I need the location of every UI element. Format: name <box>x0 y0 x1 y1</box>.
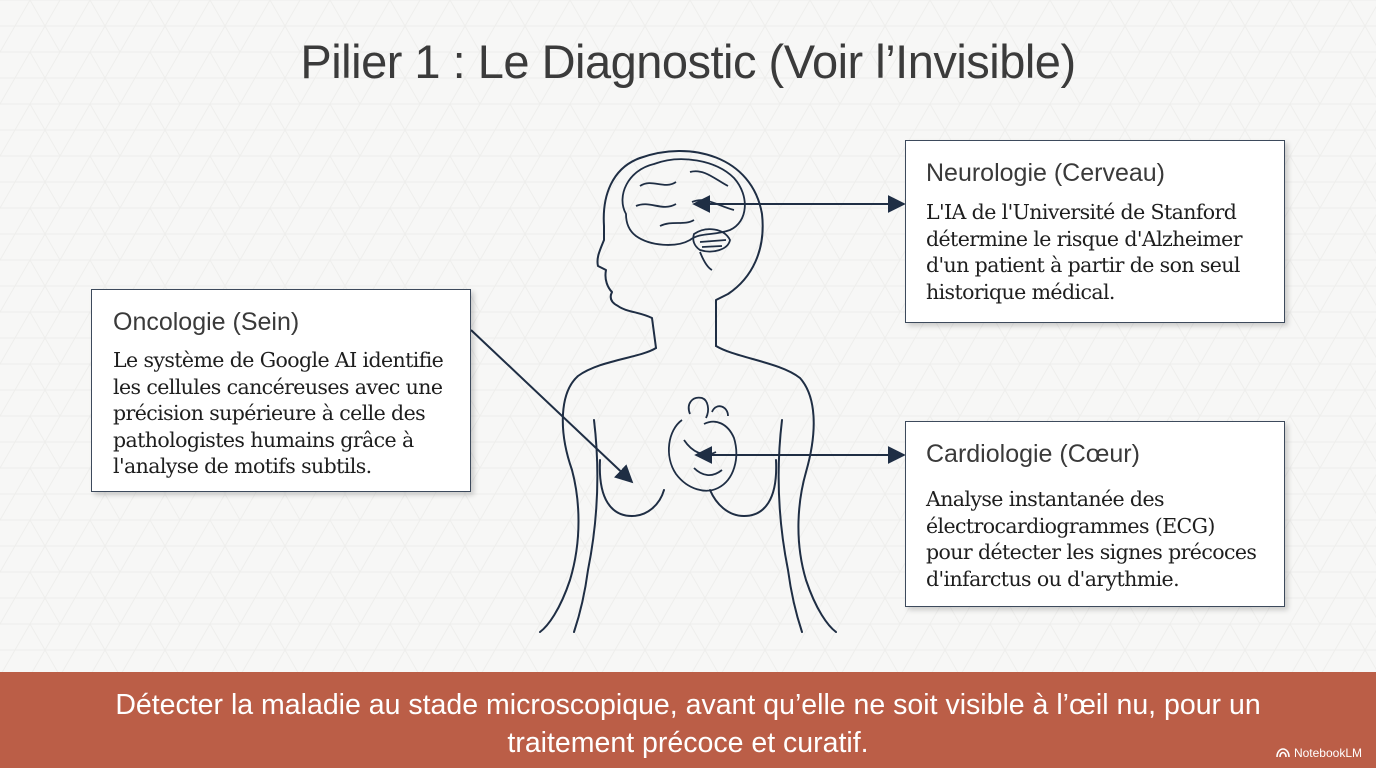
brand-label: NotebookLM <box>1293 746 1362 760</box>
notebooklm-logo-icon <box>1276 748 1290 758</box>
page-title: Pilier 1 : Le Diagnostic (Voir l’Invisib… <box>300 35 1076 88</box>
connector-arrows <box>470 195 906 484</box>
anatomy-figure <box>470 150 906 633</box>
body-outline <box>539 150 837 633</box>
oncology-heading: Oncologie (Sein) <box>113 308 300 336</box>
neurology-card: Neurologie (Cerveau) L'IA de l'Universit… <box>905 140 1285 323</box>
brain-icon <box>621 158 746 271</box>
oncology-card: Oncologie (Sein) Le système de Google AI… <box>91 289 471 492</box>
heart-icon <box>668 396 738 492</box>
cardiology-heading: Cardiologie (Cœur) <box>926 440 1140 468</box>
neurology-body: L'IA de l'Université de Stanford détermi… <box>926 200 1243 304</box>
neurology-heading: Neurologie (Cerveau) <box>926 159 1166 187</box>
banner-text: Détecter la maladie au stade microscopiq… <box>115 689 1261 759</box>
footer-banner: Détecter la maladie au stade microscopiq… <box>0 672 1376 768</box>
cardiology-body: Analyse instantanée des électrocardiogra… <box>926 487 1257 591</box>
cardiology-card: Cardiologie (Cœur) Analyse instantanée d… <box>905 421 1285 607</box>
brand-badge: NotebookLM <box>1276 746 1362 760</box>
oncology-body: Le système de Google AI identifie les ce… <box>113 348 444 478</box>
